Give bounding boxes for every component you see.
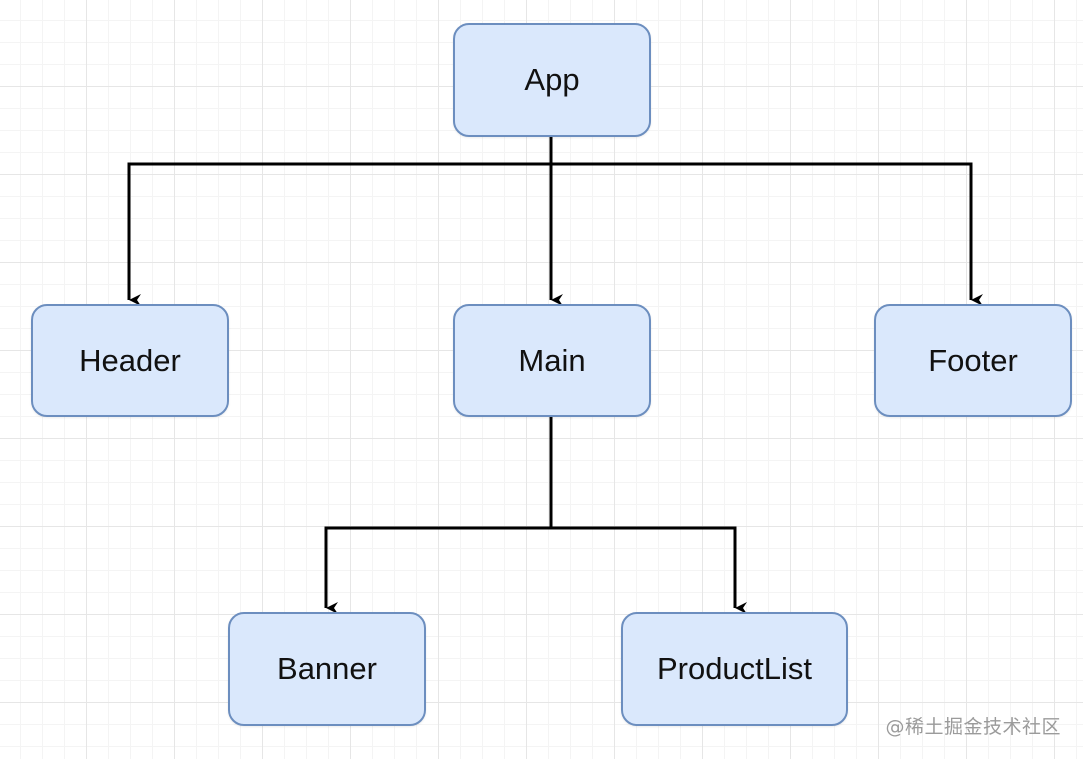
node-main[interactable]: Main (453, 304, 651, 417)
node-header[interactable]: Header (31, 304, 229, 417)
edge-app-footer (551, 162, 983, 306)
node-main-label: Main (518, 342, 586, 378)
node-footer-label: Footer (928, 342, 1018, 378)
node-productlist[interactable]: ProductList (621, 612, 848, 726)
watermark: @稀土掘金技术社区 (885, 716, 1061, 738)
edge-main-banner (324, 526, 551, 614)
node-banner[interactable]: Banner (228, 612, 426, 726)
node-banner-label: Banner (277, 651, 377, 686)
edge-main-productlist (551, 526, 747, 614)
node-productlist-label: ProductList (656, 651, 813, 686)
node-header-label: Header (79, 342, 181, 378)
node-app-label: App (524, 62, 580, 97)
node-footer[interactable]: Footer (874, 304, 1072, 417)
edge-app-header (127, 162, 551, 306)
node-app[interactable]: App (453, 23, 651, 137)
